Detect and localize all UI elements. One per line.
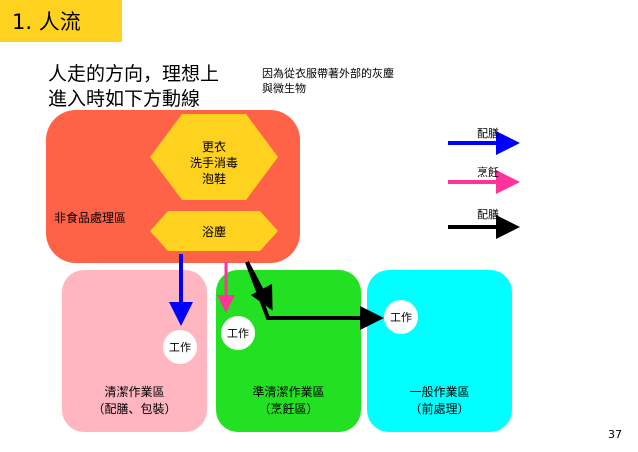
legend-label-blue: 配膳 <box>477 127 499 140</box>
hexagon-air-shower-label: 浴塵 <box>201 225 226 239</box>
semi-clean-zone <box>216 270 361 432</box>
legend-label-black: 配膳 <box>477 208 499 221</box>
hexagon-changing-room-label: 更衣 洗手消毒 泡鞋 <box>189 140 238 186</box>
note-text: 因為從衣服帶著外部的灰塵 與微生物 <box>262 67 394 95</box>
hexagon-air-shower <box>150 211 278 251</box>
hexagon-changing-room <box>150 114 278 200</box>
legend-label-pink: 烹飪 <box>477 166 499 179</box>
heading-text: 人走的方向，理想上 進入時如下方動線 <box>48 63 220 110</box>
nonfood-zone-label: 非食品處理區 <box>54 211 127 225</box>
arrow-black-branch <box>245 261 273 311</box>
general-zone-label: 一般作業區 （前處理） <box>409 385 470 416</box>
page-number: 37 <box>608 428 622 441</box>
title-bar: 1. 人流 <box>0 0 122 42</box>
arrow-black-flow <box>245 261 384 330</box>
work-circle-clean: 工作 <box>163 330 197 364</box>
general-zone <box>367 270 512 432</box>
work-circle-semi-clean: 工作 <box>221 316 255 350</box>
slide-title: 1. 人流 <box>12 10 81 34</box>
work-circle-general: 工作 <box>384 300 418 334</box>
semi-clean-zone-label: 準清潔作業區 （烹飪區） <box>252 385 325 416</box>
clean-zone-label: 清潔作業區 （配膳、包裝） <box>92 385 177 416</box>
